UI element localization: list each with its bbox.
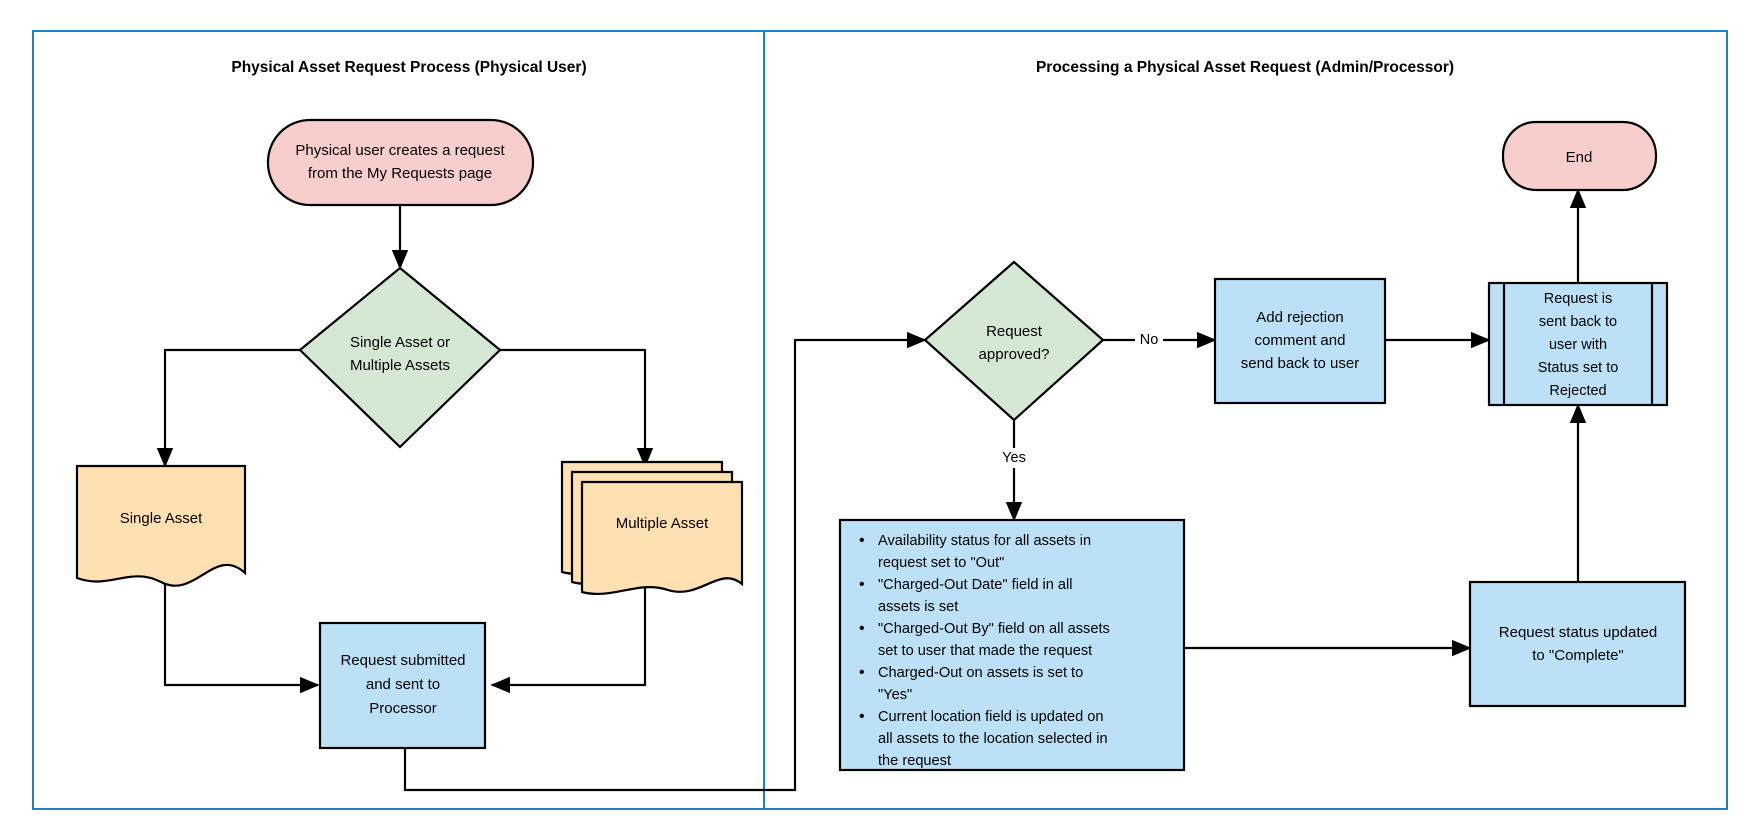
node-rejection-line1: Add rejection [1256, 309, 1344, 326]
bullet-1-line-2: request set to "Out" [878, 555, 1004, 571]
bullet-marker: • [859, 620, 865, 637]
node-request-complete[interactable] [1468, 580, 1687, 708]
bullet-3-line-2: set to user that made the request [878, 643, 1092, 659]
node-add-rejection-comment[interactable] [1213, 277, 1387, 405]
node-complete-line2: to "Complete" [1532, 647, 1624, 664]
node-sentback-line4: Status set to [1538, 360, 1619, 376]
node-start-terminator[interactable] [266, 118, 535, 207]
lane-title-right: Processing a Physical Asset Request (Adm… [1036, 59, 1454, 76]
node-request-sent-back[interactable] [1487, 281, 1669, 407]
node-end-terminator[interactable] [1501, 120, 1658, 192]
bullet-marker: • [859, 708, 865, 725]
bullet-5-line-3: the request [878, 753, 951, 769]
node-request-submitted[interactable] [318, 621, 487, 750]
node-sentback-line2: sent back to [1539, 314, 1617, 330]
node-sentback-line1: Request is [1544, 291, 1613, 307]
lane-title-left: Physical Asset Request Process (Physical… [231, 59, 586, 76]
node-asset-count-decision[interactable] [298, 266, 502, 449]
node-sentback-line5: Rejected [1549, 383, 1606, 399]
node-asset-decision-line2: Multiple Assets [350, 357, 450, 374]
edge-decision-to-multiple [500, 348, 654, 468]
node-request-submitted-line1: Request submitted [340, 652, 465, 669]
bullet-1-line-1: Availability status for all assets in [878, 533, 1091, 549]
bullet-4-line-1: Charged-Out on assets is set to [878, 665, 1083, 681]
bullet-3-line-1: "Charged-Out By" field on all assets [878, 621, 1110, 637]
node-complete-line1: Request status updated [1499, 624, 1657, 641]
node-rejection-line2: comment and [1255, 332, 1346, 349]
edge-label-yes-bg [996, 448, 1032, 468]
node-rejection-line3: send back to user [1241, 355, 1359, 372]
bullet-2-line-1: "Charged-Out Date" field in all [878, 577, 1073, 593]
node-request-submitted-line3: Processor [369, 700, 437, 717]
bullet-5-line-2: all assets to the location selected in [878, 731, 1108, 747]
node-single-asset-document[interactable] [75, 464, 247, 587]
edge-label-no: No [1140, 332, 1159, 348]
node-start-line2: from the My Requests page [308, 165, 492, 182]
lane-right-border [763, 30, 1728, 810]
edge-label-no-bg [1135, 329, 1163, 349]
bullet-marker: • [859, 532, 865, 549]
node-multiple-asset-label: Multiple Asset [616, 515, 709, 532]
approved-actions-bullet-list: • Availability status for all assets in … [859, 532, 1110, 769]
bullet-4-line-2: "Yes" [878, 687, 912, 703]
node-end-label: End [1566, 149, 1593, 166]
bullet-marker: • [859, 664, 865, 681]
bullet-2-line-2: assets is set [878, 599, 958, 615]
node-approved-line2: approved? [979, 346, 1050, 363]
edge-multiple-to-submit [490, 578, 647, 694]
edge-decision-to-single [156, 348, 300, 468]
edge-label-yes: Yes [1002, 450, 1026, 466]
node-request-approved-decision[interactable] [923, 260, 1105, 422]
bullet-5-line-1: Current location field is updated on [878, 709, 1104, 725]
node-start-line1: Physical user creates a request [295, 142, 505, 159]
node-approved-actions[interactable] [838, 518, 1186, 772]
node-approved-line1: Request [986, 323, 1043, 340]
node-multiple-asset-document-front[interactable] [580, 480, 744, 596]
node-sentback-line3: user with [1549, 337, 1607, 353]
node-request-submitted-line2: and sent to [366, 676, 440, 693]
node-asset-decision-line1: Single Asset or [350, 334, 450, 351]
node-single-asset-label: Single Asset [120, 510, 203, 527]
bullet-marker: • [859, 576, 865, 593]
edge-submit-to-approval [403, 331, 927, 792]
edge-single-to-submit [163, 578, 320, 694]
